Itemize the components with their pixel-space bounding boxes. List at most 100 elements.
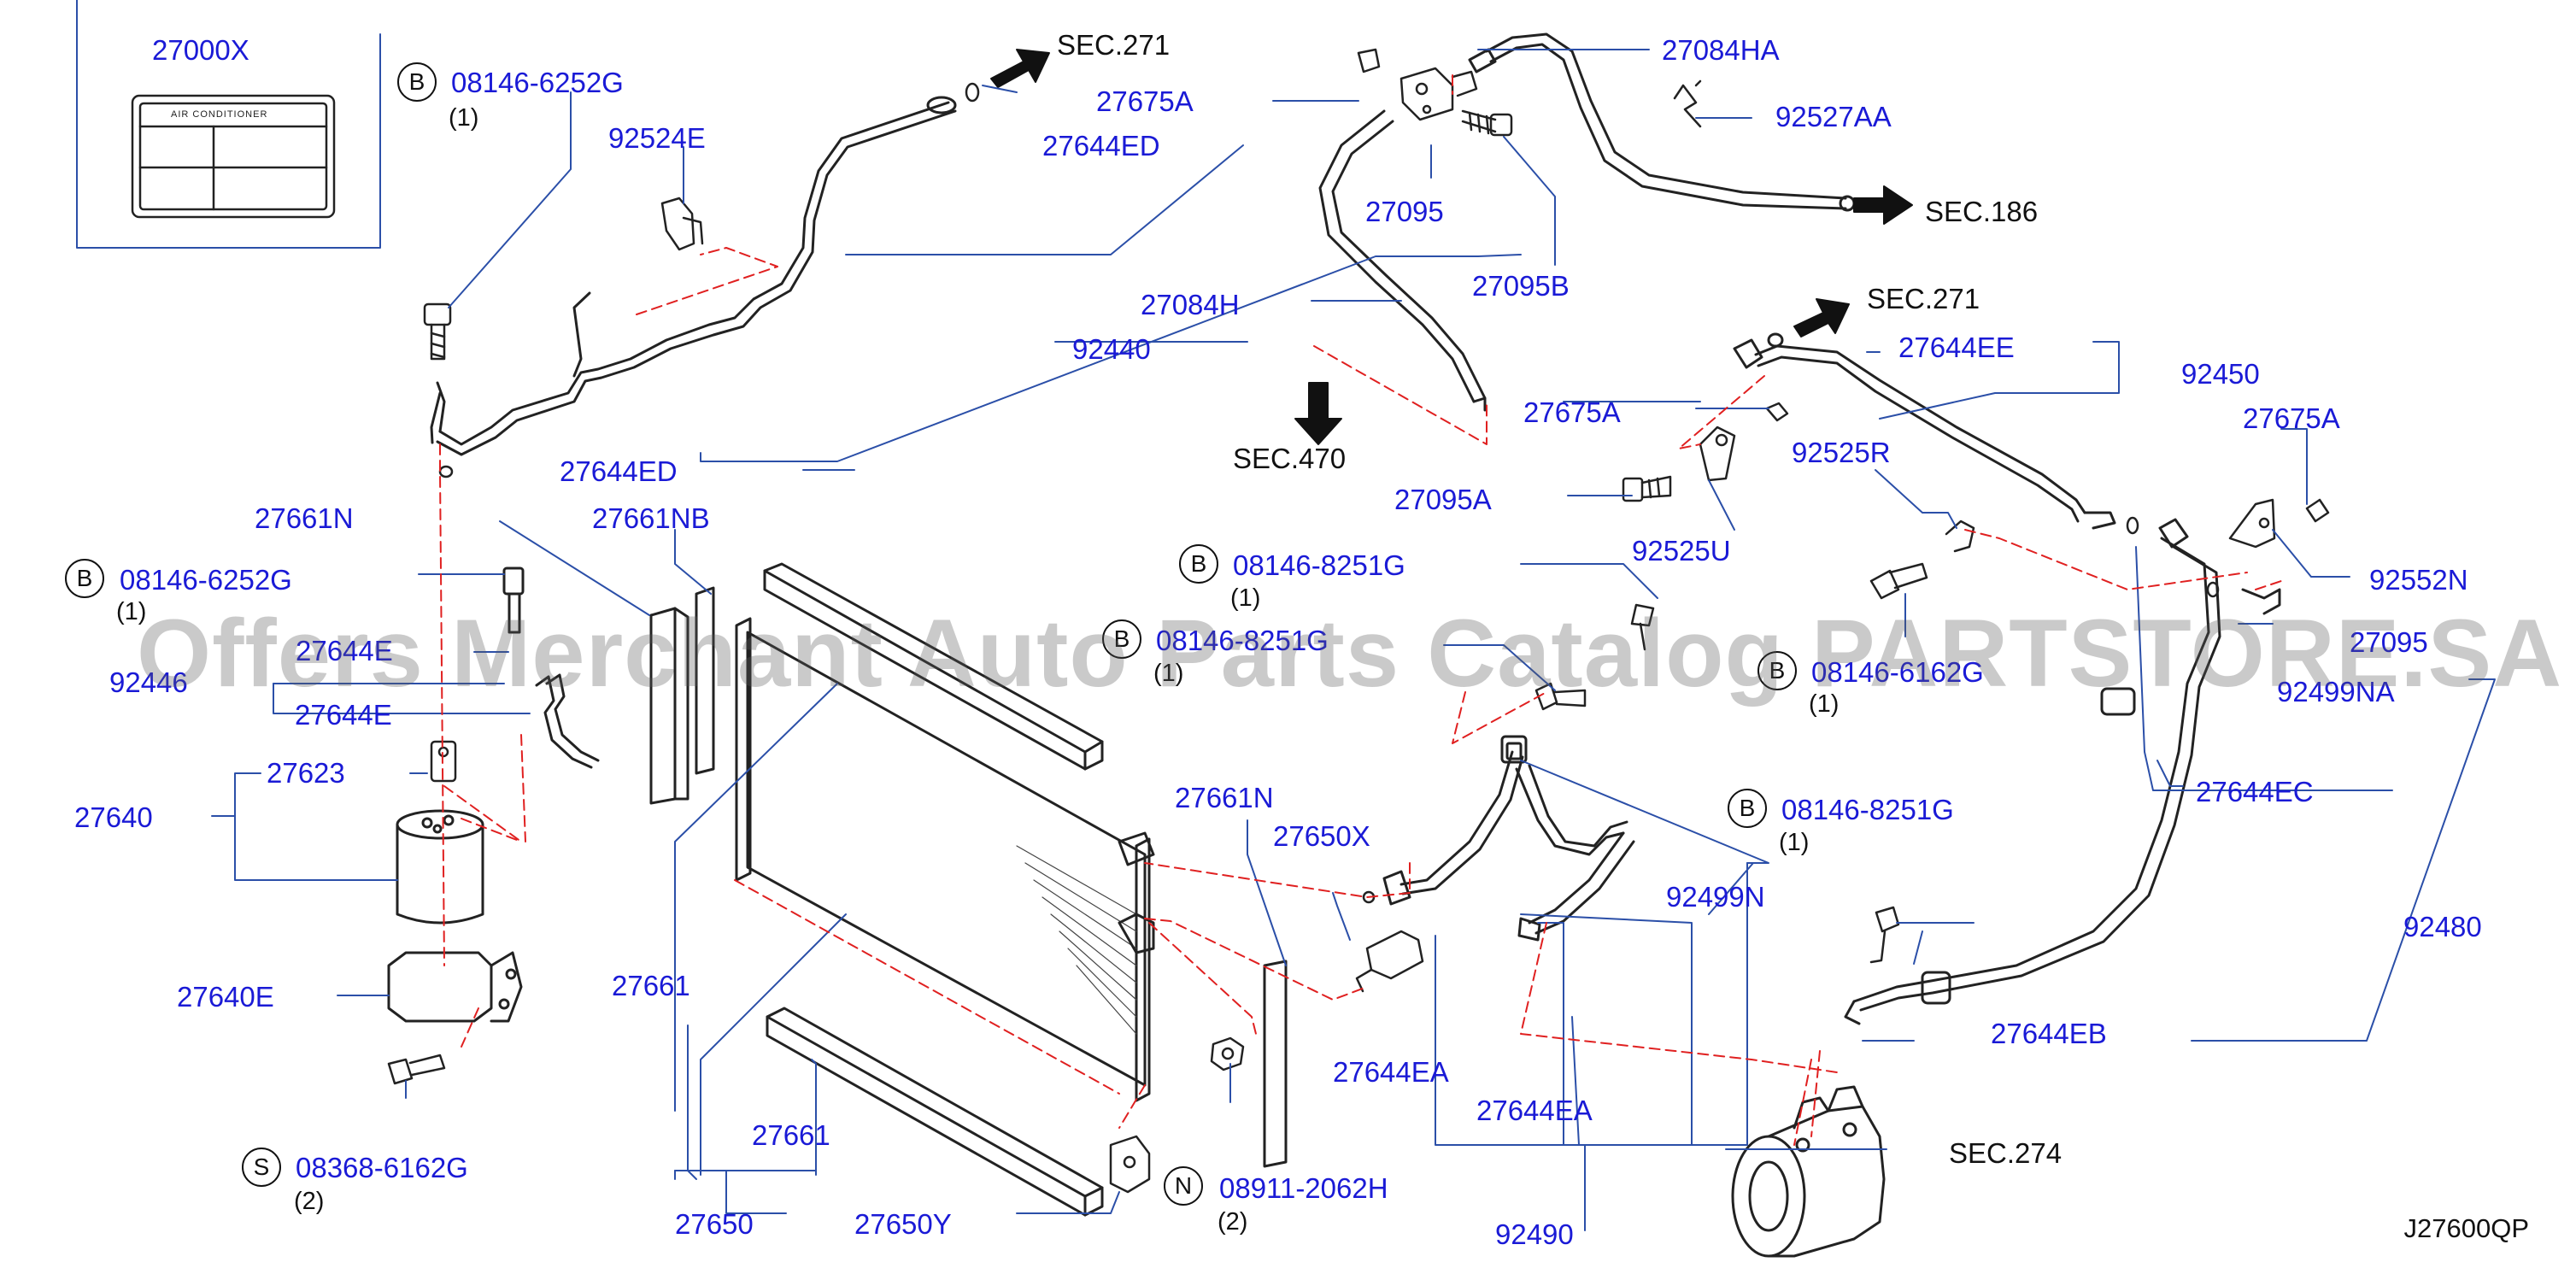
part-label-27095A: 27095A (1394, 484, 1492, 515)
section-label-sec470: SEC.470 (1233, 443, 1347, 474)
part-label-27644E: 27644E (295, 699, 392, 731)
condenser-fins (1016, 845, 1137, 1035)
part-label-92525R: 92525R (1792, 437, 1891, 468)
part-label-08146-8251G-mid: 08146-8251G (1156, 625, 1329, 656)
pipe-92499N (1382, 735, 1635, 942)
bolt-27095A (1622, 475, 1672, 502)
bolt-08368-6162G (387, 1054, 446, 1085)
label-card-frame (76, 0, 381, 249)
quantity-6: (1) (1779, 829, 1810, 856)
badge-n: N (1164, 1166, 1203, 1206)
part-label-92480: 92480 (2403, 911, 2482, 942)
quantity-8: (2) (1218, 1208, 1248, 1236)
part-label-27644E-upper: 27644E (296, 635, 393, 666)
part-label-27650X: 27650X (1273, 820, 1370, 852)
part-label-92446: 92446 (109, 666, 188, 698)
part-label-27661-bottom: 27661 (752, 1119, 830, 1151)
part-label-27095-right: 27095 (2350, 626, 2428, 658)
watermark: Offers Merchant Auto Parts Catalog PARTS… (137, 600, 2563, 707)
receiver-drier-27640 (396, 809, 484, 925)
flow-arrows (990, 49, 1913, 445)
badge-b-5: B (1757, 651, 1797, 690)
part-label-92525U: 92525U (1632, 535, 1731, 566)
part-label-27675A-right: 27675A (2243, 402, 2340, 434)
pipe-92440 (430, 96, 957, 456)
quantity-5: (1) (1809, 690, 1840, 718)
part-label-92490: 92490 (1495, 1218, 1574, 1250)
o-ring-27644EC (2126, 516, 2220, 598)
part-label-27650Y: 27650Y (854, 1208, 952, 1240)
air-conditioner-label-card (131, 94, 336, 219)
part-label-08146-8251G: 08146-8251G (1233, 549, 1405, 581)
part-label-27640E: 27640E (177, 981, 274, 1013)
part-label-08146-8251G-right: 08146-8251G (1781, 794, 1954, 825)
part-label-08911-2062H: 08911-2062H (1219, 1172, 1388, 1204)
badge-s: S (242, 1148, 281, 1187)
quantity-2: (1) (116, 598, 147, 625)
compressor (1731, 1085, 1886, 1258)
section-label-sec186: SEC.186 (1925, 196, 2039, 227)
part-label-27675A-mid: 27675A (1523, 396, 1621, 428)
part-label-92450: 92450 (2181, 358, 2260, 390)
bracket-27640E (387, 951, 523, 1023)
badge-b-3: B (1179, 544, 1218, 584)
part-label-27661NB: 27661NB (592, 502, 710, 534)
bracket-92552N (2228, 498, 2330, 549)
part-label-27644EA: 27644EA (1333, 1056, 1449, 1088)
part-label-27661N-right: 27661N (1175, 782, 1274, 813)
part-label-27644EE: 27644EE (1898, 332, 2015, 363)
part-label-27650: 27650 (675, 1208, 754, 1240)
hose-92480 (1844, 518, 2281, 1025)
clip-92524E (660, 197, 704, 251)
part-label-08368-6162G: 08368-6162G (296, 1152, 468, 1183)
hidden-lines (439, 74, 2282, 1146)
bolt-08146-8251G (1534, 562, 1928, 964)
quantity-1: (1) (449, 104, 479, 132)
badge-b-6: B (1728, 789, 1767, 828)
pressure-switch-27650X (1355, 890, 1424, 993)
part-label-92527AA: 92527AA (1775, 101, 1892, 132)
part-label-27644EA-right: 27644EA (1476, 1095, 1593, 1126)
part-label-92499NA: 92499NA (2277, 676, 2395, 707)
part-label-27644ED: 27644ED (1042, 130, 1160, 161)
hose-27084H (1318, 109, 1487, 412)
switch-27623 (430, 740, 457, 783)
part-label-27084H: 27084H (1141, 289, 1240, 320)
clip-92527AA (1673, 79, 1702, 128)
badge-b-2: B (65, 559, 104, 598)
part-label-27640: 27640 (74, 801, 153, 833)
section-label-sec271-right: SEC.271 (1867, 283, 1980, 314)
part-label-08146-6252G-left: 08146-6252G (120, 564, 292, 596)
part-label-92499N: 92499N (1666, 881, 1765, 913)
part-label-27644EB: 27644EB (1991, 1018, 2107, 1049)
part-label-27644EC: 27644EC (2196, 776, 2314, 807)
part-label-27095B: 27095B (1472, 270, 1570, 302)
part-label-92524E: 92524E (608, 122, 706, 154)
pipe-92446 (502, 566, 600, 769)
condenser-receiver-pipes (1118, 831, 1155, 954)
part-label-27095: 27095 (1365, 196, 1444, 227)
part-label-08146-6252G: 08146-6252G (451, 67, 624, 98)
badge-b-4: B (1102, 619, 1141, 659)
bolt-08146-6252G (423, 302, 452, 361)
pipe-92450 (1733, 332, 2116, 530)
section-label-sec274: SEC.274 (1949, 1137, 2063, 1169)
seal-strip-bottom (766, 1007, 1104, 1217)
seal-strip-top (763, 562, 1104, 771)
badge-b-1: B (397, 62, 437, 102)
part-label-27644ED-lower: 27644ED (560, 455, 678, 487)
clip-92525R (1945, 520, 1975, 553)
quantity-7: (2) (294, 1188, 325, 1215)
section-label-sec271: SEC.271 (1057, 29, 1171, 61)
part-label-27675A: 27675A (1096, 85, 1194, 117)
part-label-27623: 27623 (267, 757, 345, 789)
quantity-4: (1) (1153, 660, 1184, 687)
part-label-08146-6162G: 08146-6162G (1811, 656, 1984, 688)
leader-lines (211, 49, 2496, 1231)
side-seal-left (649, 586, 715, 805)
side-seal-right (1263, 960, 1288, 1168)
nut-08911-2062H (1210, 1036, 1245, 1071)
part-label-27661: 27661 (612, 970, 690, 1001)
